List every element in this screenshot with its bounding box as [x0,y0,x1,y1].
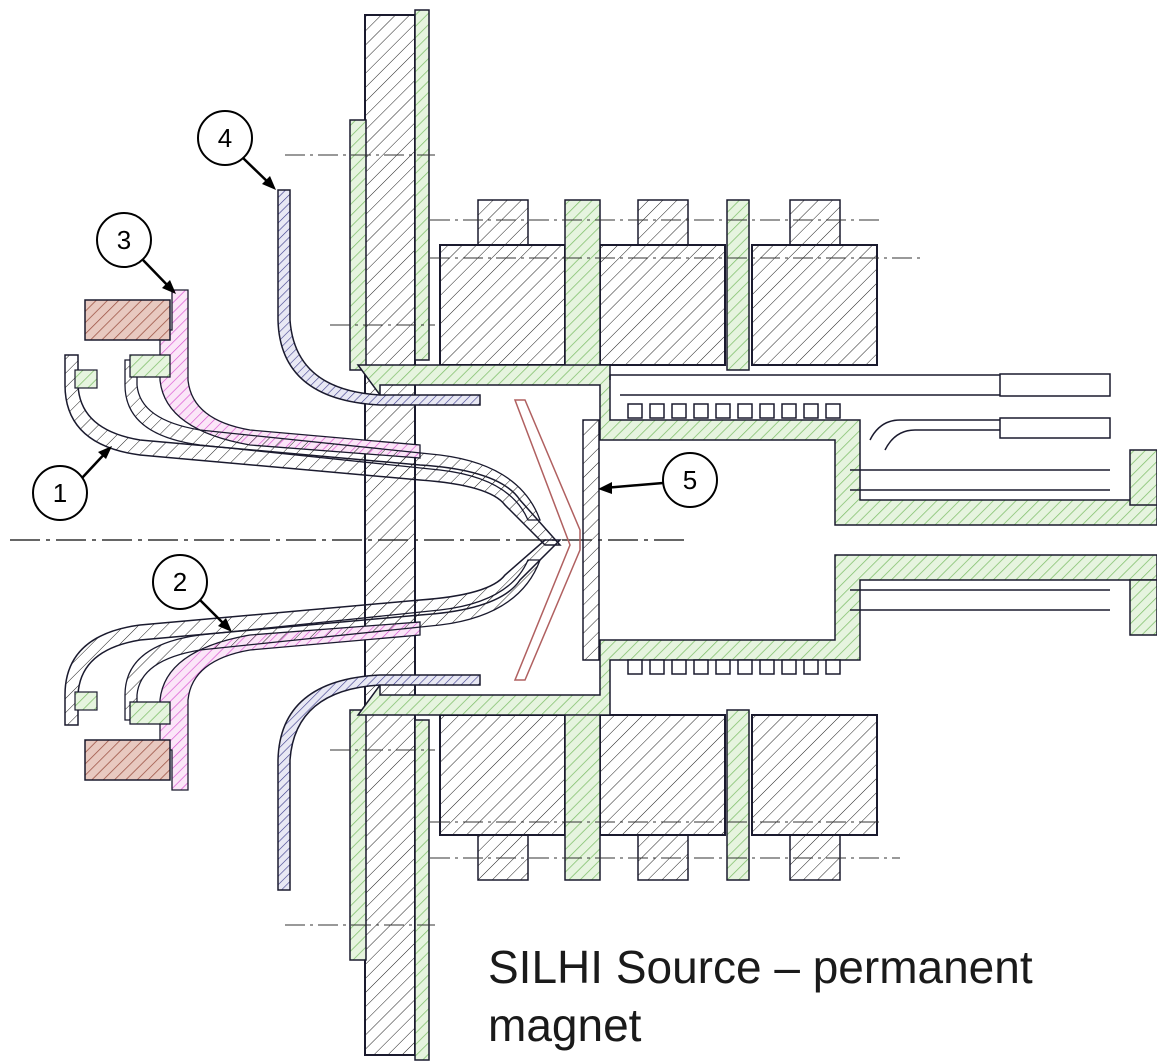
diagram-caption: SILHI Source – permanent magnet [488,938,1128,1054]
construction-lines [285,154,920,926]
callout-4: 4 [197,110,276,190]
bolt-blocks [74,299,171,781]
waveguide-pipes [609,373,1157,636]
callout-2: 2 [152,554,232,632]
cooling-coils [627,403,841,675]
callout-1: 1 [32,446,112,521]
lower-magnet-blocks [439,709,878,881]
upper-magnet-blocks [439,199,878,371]
mounting-flange [349,9,430,1061]
electrode-1-lower [64,539,562,726]
svg-text:4: 4 [218,123,232,153]
electrode-2-lower [124,559,541,721]
svg-text:2: 2 [173,567,187,597]
caption-line-1: SILHI Source – permanent [488,941,1033,993]
electrode-5 [513,399,581,681]
electrode-4 [277,189,481,406]
electrode-4-lower [277,674,481,891]
svg-text:3: 3 [117,225,131,255]
callout-5: 5 [598,452,718,508]
caption-line-2: magnet [488,999,642,1051]
svg-text:1: 1 [53,478,67,508]
svg-text:5: 5 [683,465,697,495]
electrode-2 [124,359,541,521]
callout-3: 3 [96,212,176,294]
